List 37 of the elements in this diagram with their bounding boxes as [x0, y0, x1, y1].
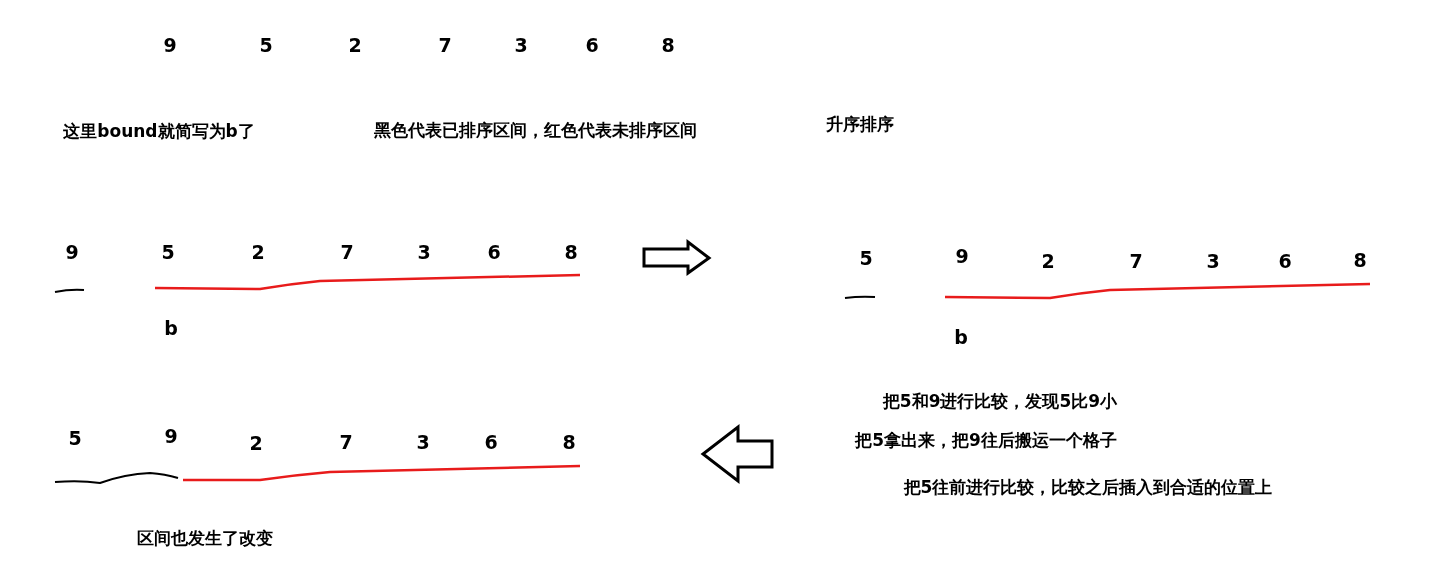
number-label: 3	[416, 431, 430, 453]
number-label: 5	[68, 427, 82, 449]
number-label: 6	[585, 34, 599, 56]
number-label: 5	[859, 247, 873, 269]
number-label: 2	[249, 432, 263, 454]
number-label: 9	[163, 34, 177, 56]
number-label: 7	[438, 34, 452, 56]
number-label: 9	[955, 245, 969, 267]
number-label: 2	[1041, 250, 1055, 272]
number-label: 6	[487, 241, 501, 263]
number-label: 7	[340, 241, 354, 263]
note-text: 把5和9进行比较，发现5比9小	[882, 389, 1118, 413]
number-label: 8	[564, 241, 578, 263]
number-label: 3	[1206, 250, 1220, 272]
number-label: 2	[348, 34, 362, 56]
note-text: 这里bound就简写为b了	[63, 119, 255, 143]
number-label: 9	[65, 241, 79, 263]
note-text: 升序排序	[826, 112, 894, 136]
number-label: 3	[514, 34, 528, 56]
note-text: 区间也发生了改变	[137, 526, 273, 550]
note-text: 把5拿出来，把9往后搬运一个格子	[855, 428, 1117, 452]
number-label: 2	[251, 241, 265, 263]
number-label: 8	[1353, 249, 1367, 271]
number-label: 7	[1129, 250, 1143, 272]
note-text: 把5往前进行比较，比较之后插入到合适的位置上	[903, 475, 1273, 499]
number-label: 9	[164, 425, 178, 447]
number-label: 5	[161, 241, 175, 263]
pointer-label: b	[954, 326, 968, 348]
number-label: 6	[1278, 250, 1292, 272]
number-label: 8	[661, 34, 675, 56]
number-label: 7	[339, 431, 353, 453]
number-label: 8	[562, 431, 576, 453]
number-label: 5	[259, 34, 273, 56]
note-text: 黑色代表已排序区间，红色代表未排序区间	[373, 118, 697, 142]
pointer-label: b	[164, 317, 178, 339]
number-label: 6	[484, 431, 498, 453]
number-label: 3	[417, 241, 431, 263]
